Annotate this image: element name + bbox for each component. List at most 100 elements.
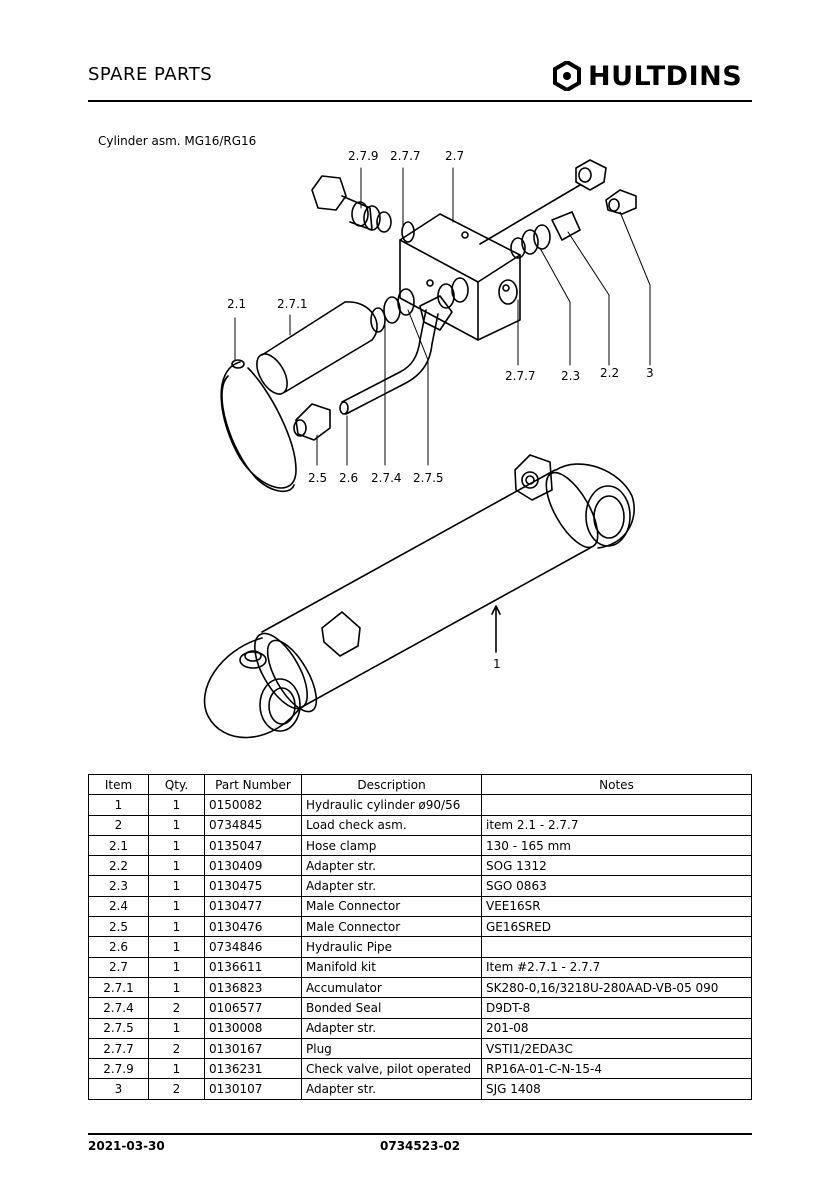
callout-2-7-7-top: 2.7.7 <box>390 149 421 163</box>
callout-2-7-4: 2.7.4 <box>371 471 402 485</box>
callout-2-6: 2.6 <box>339 471 358 485</box>
cell-part-number: 0150082 <box>204 794 302 816</box>
cell-qty: 2 <box>148 997 205 1019</box>
callout-2-2: 2.2 <box>600 366 619 380</box>
cell-qty: 1 <box>148 875 205 897</box>
cell-notes: Item #2.7.1 - 2.7.7 <box>481 956 752 978</box>
cell-item: 2.7.9 <box>88 1058 149 1080</box>
page-title: SPARE PARTS <box>88 64 213 85</box>
cell-qty: 1 <box>148 794 205 816</box>
cell-item: 2.7.4 <box>88 997 149 1019</box>
cell-item: 2.7.1 <box>88 976 149 999</box>
cell-notes: VEE16SR <box>481 895 752 918</box>
cell-part-number: 0106577 <box>204 997 302 1019</box>
cell-part-number: 0136611 <box>204 956 302 978</box>
table-header-row: Item Qty. Part Number Description Notes <box>88 773 752 796</box>
cell-description: Hose clamp <box>301 834 482 857</box>
cell-notes: SOG 1312 <box>481 855 752 877</box>
callout-2-7: 2.7 <box>445 149 464 163</box>
cell-notes: item 2.1 - 2.7.7 <box>481 814 752 836</box>
footer-doc-number: 0734523-02 <box>380 1139 461 1153</box>
callout-leader-lines <box>234 167 651 466</box>
cell-qty: 1 <box>148 1058 205 1080</box>
cell-part-number: 0130167 <box>204 1037 302 1060</box>
cell-notes <box>481 794 752 816</box>
callout-2-7-1: 2.7.1 <box>277 297 308 311</box>
callout-3: 3 <box>646 366 654 380</box>
cell-description: Load check asm. <box>301 814 482 836</box>
brand-logo: HULTDINS <box>552 58 742 94</box>
cell-item: 3 <box>88 1078 149 1100</box>
cell-notes: GE16SRED <box>481 916 752 938</box>
footer-date: 2021-03-30 <box>88 1139 165 1153</box>
cell-part-number: 0130008 <box>204 1017 302 1039</box>
cell-qty: 1 <box>148 895 205 918</box>
cell-qty: 1 <box>148 956 205 978</box>
callout-2-5: 2.5 <box>308 471 327 485</box>
accumulator-drawing <box>220 288 415 493</box>
cell-notes: D9DT-8 <box>481 997 752 1019</box>
callout-1: 1 <box>493 657 501 671</box>
cell-description: Accumulator <box>301 976 482 999</box>
col-header-part-number: Part Number <box>204 773 302 796</box>
cell-qty: 1 <box>148 834 205 857</box>
cell-notes: VSTI1/2EDA3C <box>481 1037 752 1060</box>
cell-notes <box>481 936 752 958</box>
cell-item: 2.7.5 <box>88 1017 149 1039</box>
cell-description: Male Connector <box>301 916 482 938</box>
cell-item: 2.4 <box>88 895 149 918</box>
footer-rule <box>88 1133 752 1135</box>
cell-item: 2.7 <box>88 956 149 978</box>
cell-part-number: 0734846 <box>204 936 302 958</box>
callout-2-7-7-right: 2.7.7 <box>505 369 536 383</box>
cell-part-number: 0135047 <box>204 834 302 857</box>
cell-item: 2.3 <box>88 875 149 897</box>
callout-2-1: 2.1 <box>227 297 246 311</box>
cell-item: 2.2 <box>88 855 149 877</box>
hydraulic-cylinder-drawing <box>203 454 635 739</box>
cell-qty: 1 <box>148 936 205 958</box>
cell-description: Manifold kit <box>301 956 482 978</box>
callout-2-7-5: 2.7.5 <box>413 471 444 485</box>
cell-description: Hydraulic cylinder ø90/56 <box>301 794 482 816</box>
cell-qty: 2 <box>148 1078 205 1100</box>
manifold-block-drawing <box>399 213 521 341</box>
cell-notes: SJG 1408 <box>481 1078 752 1100</box>
hydraulic-pipe-drawing <box>293 277 469 441</box>
cell-item: 1 <box>88 794 149 816</box>
right-fittings-drawing <box>479 159 637 305</box>
col-header-qty: Qty. <box>148 773 205 796</box>
cell-item: 2 <box>88 814 149 836</box>
cell-part-number: 0130477 <box>204 895 302 918</box>
callout-2-7-9: 2.7.9 <box>348 149 379 163</box>
cell-part-number: 0130409 <box>204 855 302 877</box>
cell-description: Hydraulic Pipe <box>301 936 482 958</box>
col-header-item: Item <box>88 773 149 796</box>
cell-notes: 201-08 <box>481 1017 752 1039</box>
hultdins-logo-icon <box>553 61 581 91</box>
exploded-parts-drawing: 2.7.9 2.7.7 2.7 2.1 2.7.1 2.7.7 2.3 2.2 … <box>203 149 654 739</box>
brand-name: HULTDINS <box>588 60 743 92</box>
callout-2-3: 2.3 <box>561 369 580 383</box>
cell-description: Adapter str. <box>301 1017 482 1039</box>
cell-description: Bonded Seal <box>301 997 482 1019</box>
cell-notes: SK280-0,16/3218U-280AAD-VB-05 090 <box>481 976 752 999</box>
cell-qty: 2 <box>148 1037 205 1060</box>
cell-item: 2.5 <box>88 916 149 938</box>
cell-description: Male Connector <box>301 895 482 918</box>
cell-qty: 1 <box>148 1017 205 1039</box>
